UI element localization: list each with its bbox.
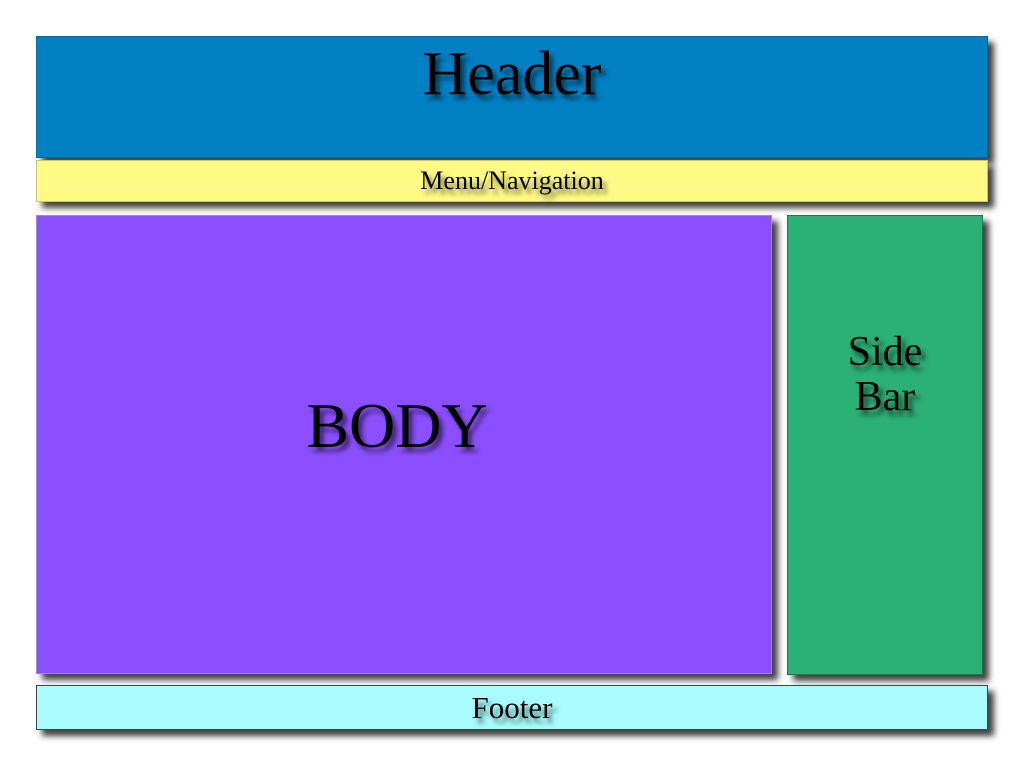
sidebar-label: Side Bar xyxy=(847,329,923,421)
footer-block: Footer xyxy=(36,685,988,730)
header-label: Header xyxy=(422,40,602,108)
footer-label: Footer xyxy=(471,690,553,725)
header-block: Header xyxy=(36,36,988,158)
menu-navigation-block: Menu/Navigation xyxy=(36,160,988,202)
sidebar-block: Side Bar xyxy=(787,215,983,675)
menu-navigation-label: Menu/Navigation xyxy=(420,166,604,195)
body-block: BODY xyxy=(36,215,772,674)
body-label: BODY xyxy=(306,389,488,461)
